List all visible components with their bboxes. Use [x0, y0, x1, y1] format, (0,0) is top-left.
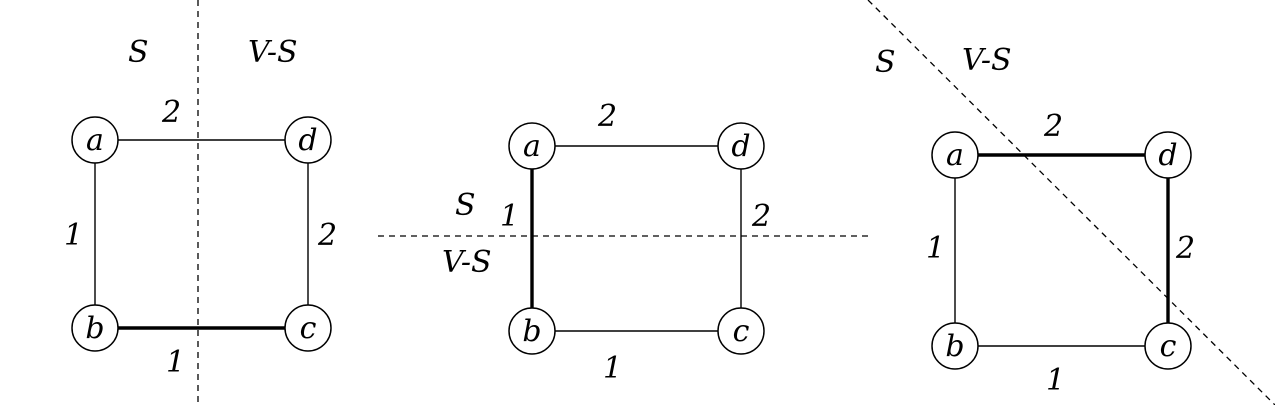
node-b-1 [71, 304, 119, 352]
node-a-2 [508, 122, 556, 170]
weight-b-c-1: 1 [166, 345, 185, 380]
cut-label-s-2: S [455, 188, 476, 223]
cut-label-vs-1: V-S [248, 35, 298, 70]
node-label-d-3: d [1158, 138, 1177, 173]
node-label-a-3: a [946, 138, 964, 173]
diagram-2: S V-S 2 1 2 1 a d b c [378, 99, 872, 386]
node-c-3 [1144, 322, 1192, 370]
cut-label-s-1: S [128, 35, 149, 70]
node-label-a-2: a [523, 129, 541, 164]
cut-label-vs-3: V-S [962, 43, 1012, 78]
weight-a-b-2: 1 [500, 199, 519, 234]
node-label-b-2: b [522, 314, 541, 349]
node-d-3 [1144, 131, 1192, 179]
node-a-3 [931, 131, 979, 179]
weight-b-c-2: 1 [603, 351, 622, 386]
node-label-a-1: a [86, 123, 104, 158]
weight-a-b-1: 1 [64, 218, 83, 253]
node-label-d-2: d [731, 129, 750, 164]
diagram-3: S V-S 2 1 2 1 a d b c [867, 0, 1275, 405]
weight-d-c-1: 2 [317, 218, 337, 253]
node-label-d-1: d [298, 123, 317, 158]
cut-label-vs-2: V-S [442, 245, 492, 280]
weight-a-b-3: 1 [926, 231, 945, 266]
weight-a-d-3: 2 [1043, 109, 1063, 144]
weight-d-c-2: 2 [751, 199, 771, 234]
node-label-c-2: c [733, 314, 750, 349]
node-b-3 [931, 322, 979, 370]
cut-label-s-3: S [875, 45, 896, 80]
node-label-b-1: b [85, 311, 104, 346]
node-c-1 [284, 304, 332, 352]
node-d-1 [284, 116, 332, 164]
node-c-2 [717, 307, 765, 355]
node-d-2 [717, 122, 765, 170]
cut-line-3 [867, 0, 1275, 405]
diagram-1: S V-S 2 1 2 1 a d b c [64, 0, 337, 405]
node-b-2 [508, 307, 556, 355]
node-label-b-3: b [945, 329, 964, 364]
weight-a-d-1: 2 [161, 95, 181, 130]
node-a-1 [71, 116, 119, 164]
node-label-c-3: c [1160, 329, 1177, 364]
weight-d-c-3: 2 [1175, 231, 1195, 266]
weight-a-d-2: 2 [597, 99, 617, 134]
weight-b-c-3: 1 [1046, 363, 1065, 398]
node-label-c-1: c [300, 311, 317, 346]
